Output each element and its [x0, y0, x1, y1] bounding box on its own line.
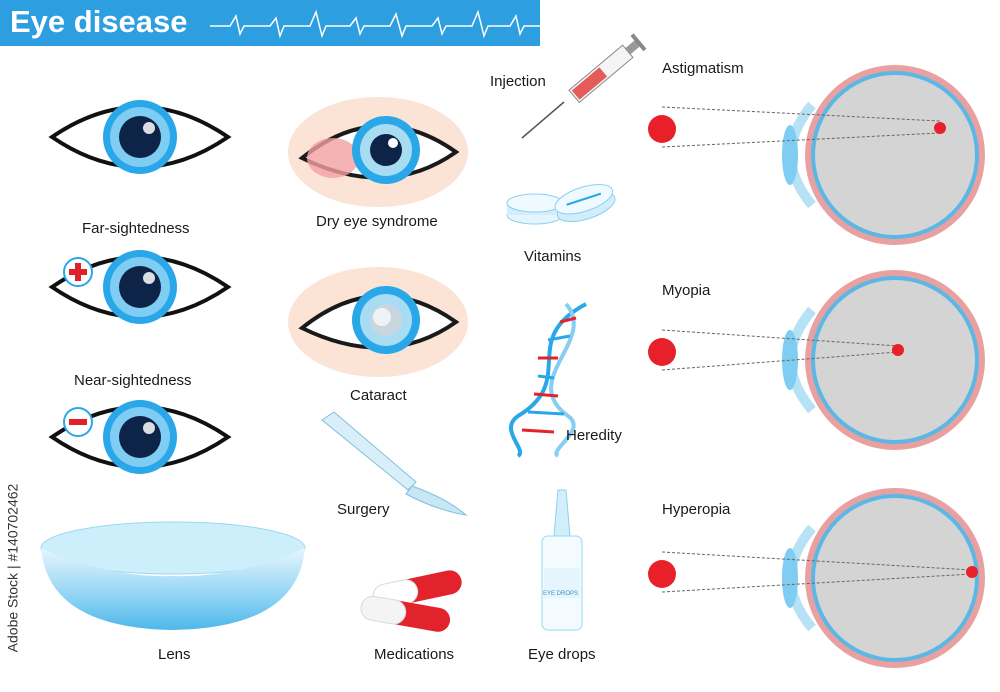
vitamin-tablets-icon: [506, 183, 616, 225]
hyperopia-label: Hyperopia: [662, 501, 731, 518]
myopia-label: Myopia: [662, 282, 711, 299]
lens-label: Lens: [158, 646, 191, 663]
myopia-eyeball-diagram: [648, 270, 985, 450]
cataract-label: Cataract: [350, 387, 407, 404]
far-sightedness-label: Far-sightedness: [82, 220, 190, 237]
stock-watermark: Adobe Stock | #140702462: [4, 483, 21, 653]
surgery-label: Surgery: [337, 501, 390, 518]
heredity-label: Heredity: [566, 427, 622, 444]
cataract-eye-icon: [288, 267, 468, 377]
heartbeat-line-icon: [210, 9, 540, 39]
scalpel-icon: [321, 411, 468, 516]
injection-label: Injection: [490, 73, 546, 90]
hyperopia-eyeball-diagram: [648, 488, 985, 668]
near-sightedness-eye-icon: [48, 400, 232, 474]
normal-eye-icon: [48, 100, 232, 174]
vitamins-label: Vitamins: [524, 248, 582, 265]
bottle-label: EYE DROPS: [543, 591, 579, 597]
dry-eye-icon: [288, 97, 468, 207]
dna-icon: [509, 302, 587, 458]
eye-drops-label: Eye drops: [528, 646, 596, 663]
contact-lens-icon: [40, 521, 306, 630]
astigmatism-eyeball-diagram: [648, 65, 985, 245]
title-bar: [0, 0, 540, 46]
medications-label: Medications: [374, 646, 455, 663]
far-sightedness-eye-icon: [48, 250, 232, 324]
eye-drops-bottle-icon: [541, 489, 583, 631]
page-title: Eye disease: [10, 4, 188, 39]
dry-eye-label: Dry eye syndrome: [316, 213, 438, 230]
astigmatism-label: Astigmatism: [662, 60, 744, 77]
capsules-icon: [360, 570, 462, 632]
near-sightedness-label: Near-sightedness: [74, 372, 192, 389]
syringe-icon: [521, 33, 647, 139]
